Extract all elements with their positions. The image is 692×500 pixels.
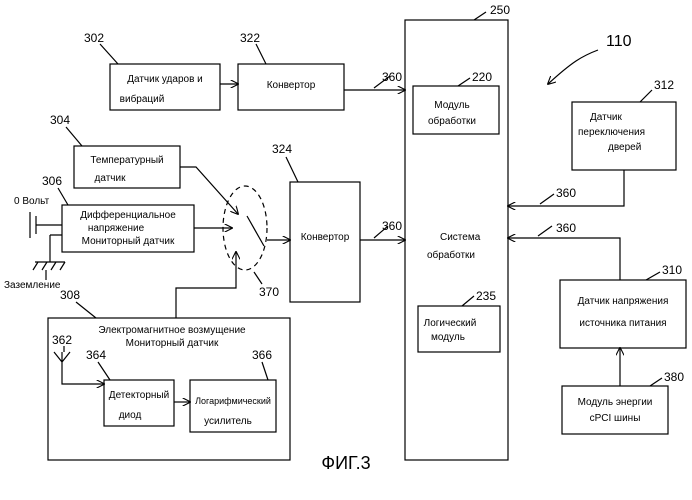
converter-mid-label: Конвертор [301, 232, 350, 243]
arrow-voltage-to-system [508, 238, 620, 280]
logic-module-line2: модуль [431, 332, 465, 343]
logic-module-line1: Логический [424, 318, 477, 329]
voltage-sensor-line1: Датчик напряжения [578, 296, 669, 307]
processing-module-line2: обработки [428, 115, 476, 127]
shock-sensor-ref: 302 [84, 31, 104, 45]
converter-mid-ref: 324 [272, 142, 292, 156]
cpci-module-line2: cPCI шины [590, 413, 641, 424]
em-monitor-line2: Мониторный датчик [126, 338, 219, 349]
processing-system-line2: обработки [427, 249, 475, 261]
shock-sensor-block: Датчик ударов и вибраций 302 [84, 31, 220, 110]
log-amplifier-ref: 366 [252, 348, 272, 362]
converter-top-label: Конвертор [267, 80, 316, 91]
diff-monitor-line3: Мониторный датчик [82, 236, 175, 247]
arrow-temp-to-switch [180, 167, 238, 214]
em-monitor-ref: 308 [60, 288, 80, 302]
door-sensor-block: Датчик переключения дверей 312 [572, 78, 676, 170]
em-monitor-block: Электромагнитное возмущение Мониторный д… [48, 288, 290, 460]
converter-mid-block: Конвертор 324 [272, 142, 360, 302]
antenna-ref: 362 [52, 333, 72, 347]
door-sensor-line1: Датчик [590, 112, 622, 123]
bus-label-a: 360 [382, 70, 402, 84]
cpci-module-block: Модуль энергии cPCI шины 380 [562, 370, 684, 434]
detector-diode-line2: диод [119, 410, 142, 421]
diff-monitor-ref: 306 [42, 174, 62, 188]
figure-ref: 110 [606, 33, 632, 50]
voltage-sensor-block: Датчик напряжения источника питания 310 [560, 263, 686, 348]
voltage-sensor-line2: источника питания [579, 318, 666, 329]
zero-volt-label: 0 Вольт [14, 196, 50, 207]
selector-switch: 370 [223, 186, 279, 299]
bus-label-c: 360 [556, 186, 576, 200]
door-sensor-line3: дверей [608, 142, 641, 153]
door-sensor-ref: 312 [654, 78, 674, 92]
detector-diode-ref: 364 [86, 348, 106, 362]
detector-diode-line1: Детекторный [109, 390, 169, 401]
voltage-sensor-ref: 310 [662, 263, 682, 277]
shock-sensor-line2: вибраций [120, 93, 165, 105]
arrow-em-to-switch [176, 252, 236, 318]
temp-sensor-line1: Температурный [90, 155, 163, 166]
figure-caption: ФИГ.3 [321, 453, 370, 473]
ground-label: Заземление [4, 280, 61, 291]
figure-ref-110: 110 [548, 33, 632, 84]
diff-monitor-line2: напряжение [88, 223, 145, 234]
shock-sensor-line1: Датчик ударов и [127, 74, 203, 85]
processing-system-block: 250 Система обработки Модуль обработки 2… [405, 3, 510, 460]
bus-label-d: 360 [556, 221, 576, 235]
processing-module-ref: 220 [472, 70, 492, 84]
temp-sensor-line2: датчик [95, 173, 127, 184]
log-amplifier-line1: Логарифмический [195, 396, 271, 406]
diff-monitor-block: Дифференциальное напряжение Мониторный д… [4, 174, 194, 291]
logic-module-ref: 235 [476, 289, 496, 303]
door-sensor-line2: переключения [578, 127, 645, 138]
converter-top-ref: 322 [240, 31, 260, 45]
bus-label-b: 360 [382, 219, 402, 233]
temp-sensor-ref: 304 [50, 113, 70, 127]
processing-module-line1: Модуль [434, 100, 469, 111]
cpci-module-line1: Модуль энергии [578, 397, 653, 408]
temp-sensor-block: Температурный датчик 304 [50, 113, 180, 188]
processing-system-line1: Система [440, 232, 481, 243]
processing-system-ref: 250 [490, 3, 510, 17]
converter-top-block: Конвертор 322 [238, 31, 344, 110]
em-monitor-line1: Электромагнитное возмущение [98, 325, 246, 336]
log-amplifier-line2: усилитель [204, 416, 252, 427]
diff-monitor-line1: Дифференциальное [80, 209, 176, 221]
switch-ref: 370 [259, 285, 279, 299]
cpci-module-ref: 380 [664, 370, 684, 384]
